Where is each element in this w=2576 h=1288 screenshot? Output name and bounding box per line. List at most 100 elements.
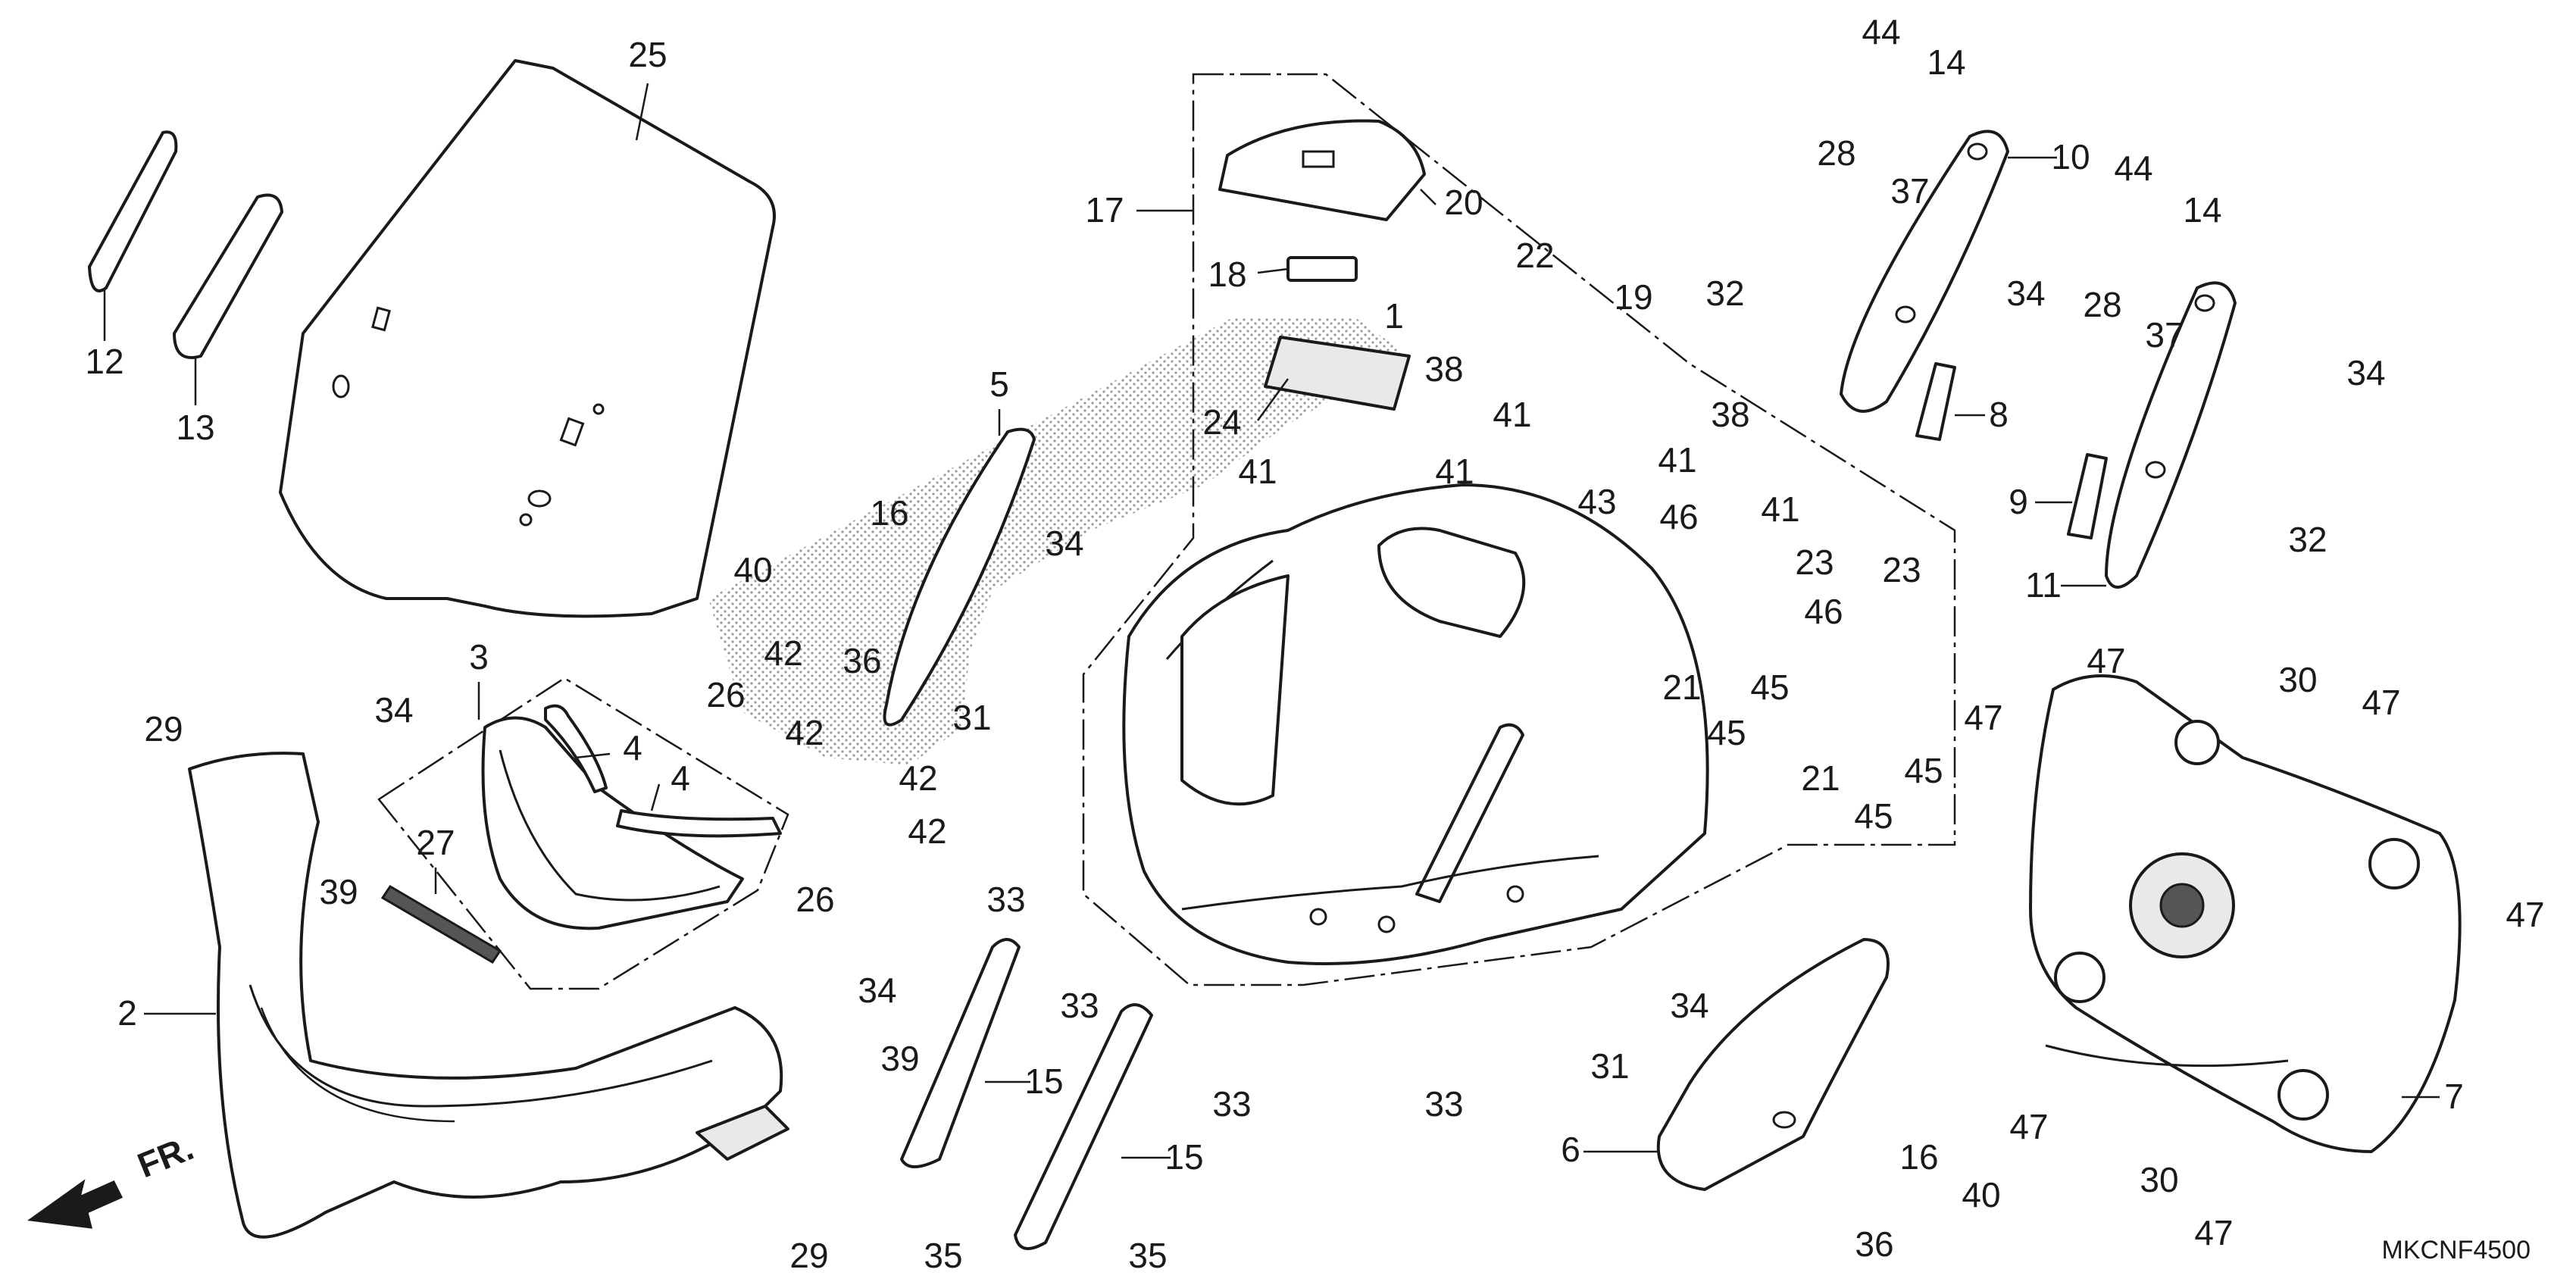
callout-c19: 19 xyxy=(1614,277,1652,317)
callout-c28b: 28 xyxy=(2083,285,2121,324)
callout-c40a: 40 xyxy=(733,550,772,589)
front-marker-text: FR. xyxy=(132,1127,199,1185)
callout-c47d: 47 xyxy=(2506,895,2544,934)
callout-c41a: 41 xyxy=(1238,452,1277,491)
callout-c38a: 38 xyxy=(1424,349,1463,389)
callout-c36b: 36 xyxy=(1855,1224,1893,1264)
callout-c9: 9 xyxy=(2009,482,2028,521)
callout-c5: 5 xyxy=(989,364,1009,404)
callout-c15b: 15 xyxy=(1165,1137,1203,1177)
callout-c45b: 45 xyxy=(1707,713,1746,752)
callout-c34f: 34 xyxy=(1670,986,1708,1025)
windscreen-part-25 xyxy=(279,59,776,618)
side-panel-part-5 xyxy=(883,409,1036,727)
callout-c45d: 45 xyxy=(1854,796,1893,836)
callout-c29b: 29 xyxy=(789,1236,828,1275)
callout-c31b: 31 xyxy=(1590,1046,1629,1086)
callout-c16a: 16 xyxy=(870,493,908,533)
callout-c22: 22 xyxy=(1515,236,1554,275)
callout-c10: 10 xyxy=(2051,137,2090,177)
callout-c42b: 42 xyxy=(785,713,824,752)
adjuster-mechanism-part-7 xyxy=(2029,674,2462,1153)
callout-c32a: 32 xyxy=(1705,274,1744,313)
callout-c46b: 46 xyxy=(1804,592,1843,631)
callout-c23b: 23 xyxy=(1882,550,1921,589)
callout-c32b: 32 xyxy=(2288,520,2327,559)
group-outline-17 xyxy=(1082,73,1956,986)
callout-c47b: 47 xyxy=(1964,698,2002,737)
callout-c47a: 47 xyxy=(2087,641,2125,680)
trim-part-13 xyxy=(173,193,283,405)
callout-c36a: 36 xyxy=(843,641,881,680)
side-panel-part-6 xyxy=(1583,938,1890,1191)
callout-c28a: 28 xyxy=(1817,133,1855,173)
callout-c38b: 38 xyxy=(1711,395,1749,434)
callout-c12: 12 xyxy=(85,342,123,381)
front-arrow xyxy=(27,1179,123,1229)
callout-c35b: 35 xyxy=(1128,1236,1167,1275)
callout-c41c: 41 xyxy=(1493,395,1531,434)
lower-trim-part-15b xyxy=(1014,1003,1171,1250)
callout-c42a: 42 xyxy=(764,633,802,673)
callout-c37b: 37 xyxy=(2145,315,2184,355)
callout-c7: 7 xyxy=(2444,1077,2464,1116)
trim-part-12 xyxy=(88,130,178,341)
callout-c41b: 41 xyxy=(1435,452,1474,491)
callout-c45a: 45 xyxy=(1750,667,1789,707)
callout-c25: 25 xyxy=(628,35,667,74)
lower-trim-part-15a xyxy=(900,938,1030,1168)
callout-c47e: 47 xyxy=(2009,1107,2048,1146)
callout-c44b: 44 xyxy=(2114,148,2152,188)
callout-c2: 2 xyxy=(117,993,137,1033)
callout-c47c: 47 xyxy=(2362,683,2400,722)
callout-c33c: 33 xyxy=(1212,1084,1251,1124)
callout-c16b: 16 xyxy=(1899,1137,1938,1177)
callout-c33d: 33 xyxy=(1424,1084,1463,1124)
bracket-part-10 xyxy=(1840,130,2057,413)
callout-c33a: 33 xyxy=(986,880,1025,919)
callout-c14a: 14 xyxy=(1927,42,1965,82)
callout-c37a: 37 xyxy=(1890,171,1929,211)
callout-c40b: 40 xyxy=(1962,1175,2000,1215)
callout-c13: 13 xyxy=(176,408,214,447)
callout-c44a: 44 xyxy=(1862,12,1900,52)
callout-c34a: 34 xyxy=(374,690,413,730)
callout-c34c: 34 xyxy=(1045,524,1083,563)
callout-c43: 43 xyxy=(1577,482,1616,521)
bracket-part-8 xyxy=(1915,362,1985,441)
callout-c27: 27 xyxy=(416,823,455,862)
callout-c34b: 34 xyxy=(858,971,896,1010)
callout-c45c: 45 xyxy=(1904,751,1943,790)
upper-cowl-assembly-17 xyxy=(1122,119,1709,965)
callout-c42d: 42 xyxy=(908,811,946,851)
callout-c31a: 31 xyxy=(952,698,991,737)
callout-c20: 20 xyxy=(1444,183,1483,222)
callout-c35a: 35 xyxy=(924,1236,962,1275)
callout-c41e: 41 xyxy=(1761,489,1799,529)
callout-c23a: 23 xyxy=(1795,542,1834,582)
group-outline-3 xyxy=(377,677,789,990)
diagram-code: MKCNF4500 xyxy=(2381,1236,2531,1265)
callout-c41d: 41 xyxy=(1658,440,1696,480)
callout-c30a: 30 xyxy=(2278,660,2317,699)
callout-c47f: 47 xyxy=(2194,1213,2233,1252)
callout-c26b: 26 xyxy=(796,880,834,919)
callout-c17: 17 xyxy=(1085,190,1124,230)
callout-c46a: 46 xyxy=(1659,497,1698,536)
front-cowl-part-2 xyxy=(144,752,789,1239)
callout-c18: 18 xyxy=(1208,255,1246,294)
callout-c8: 8 xyxy=(1989,395,2009,434)
callout-c4b: 4 xyxy=(671,758,690,798)
callout-c21b: 21 xyxy=(1801,758,1840,798)
callout-c3: 3 xyxy=(469,637,489,677)
callout-c26a: 26 xyxy=(706,675,745,714)
callout-c34d: 34 xyxy=(2006,274,2045,313)
callout-c39a: 39 xyxy=(319,872,358,911)
callout-c24: 24 xyxy=(1202,402,1241,442)
callout-c42c: 42 xyxy=(899,758,937,798)
callout-c30b: 30 xyxy=(2140,1160,2178,1199)
callout-c34e: 34 xyxy=(2346,353,2385,392)
